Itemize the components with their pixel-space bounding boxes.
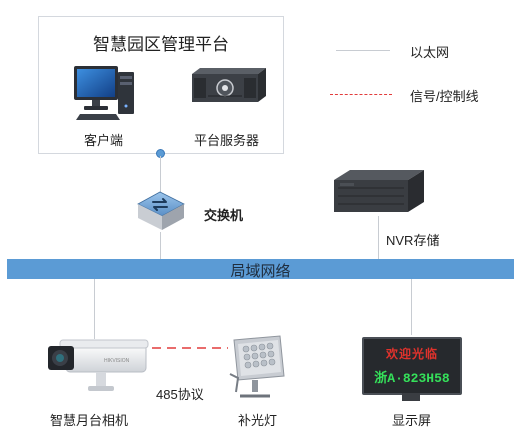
camera-label: 智慧月台相机 (50, 413, 129, 428)
bus-display-line (411, 279, 412, 335)
display-top-text: 欢迎光临 (385, 347, 438, 361)
nvr-label: NVR存储 (386, 233, 440, 248)
switch-label: 交换机 (204, 208, 244, 223)
legend-signal-label: 信号/控制线 (410, 89, 479, 104)
signal-control-line (152, 347, 228, 349)
platform-title: 智慧园区管理平台 (93, 35, 229, 54)
client-label: 客户端 (84, 133, 124, 148)
bullet-camera-icon: HIKVISION (48, 339, 149, 391)
bus-camera-line (94, 279, 95, 339)
lan-bus (7, 259, 514, 279)
client-computer-icon (74, 66, 134, 120)
nvr-bus-line (378, 216, 379, 259)
protocol-label: 485协议 (156, 387, 204, 402)
platform-server-icon (192, 68, 266, 102)
svg-text:HIKVISION: HIKVISION (104, 358, 130, 364)
legend-ethernet-line (336, 50, 390, 51)
display-label: 显示屏 (392, 413, 432, 428)
display-stand (402, 393, 420, 401)
platform-switch-line (160, 156, 161, 192)
fill-light-icon (229, 335, 285, 398)
display-bottom-text: 浙A·823H58 (374, 371, 450, 386)
nvr-storage-icon (334, 170, 424, 212)
switch-bus-line (160, 232, 161, 259)
light-label: 补光灯 (238, 413, 278, 428)
legend-ethernet-label: 以太网 (410, 45, 450, 60)
led-display-icon: 欢迎光临 浙A·823H58 (362, 337, 462, 395)
network-switch-icon (137, 191, 185, 230)
lan-bus-label: 局域网络 (230, 263, 291, 280)
server-label: 平台服务器 (194, 133, 260, 148)
legend-signal-line (330, 94, 392, 95)
